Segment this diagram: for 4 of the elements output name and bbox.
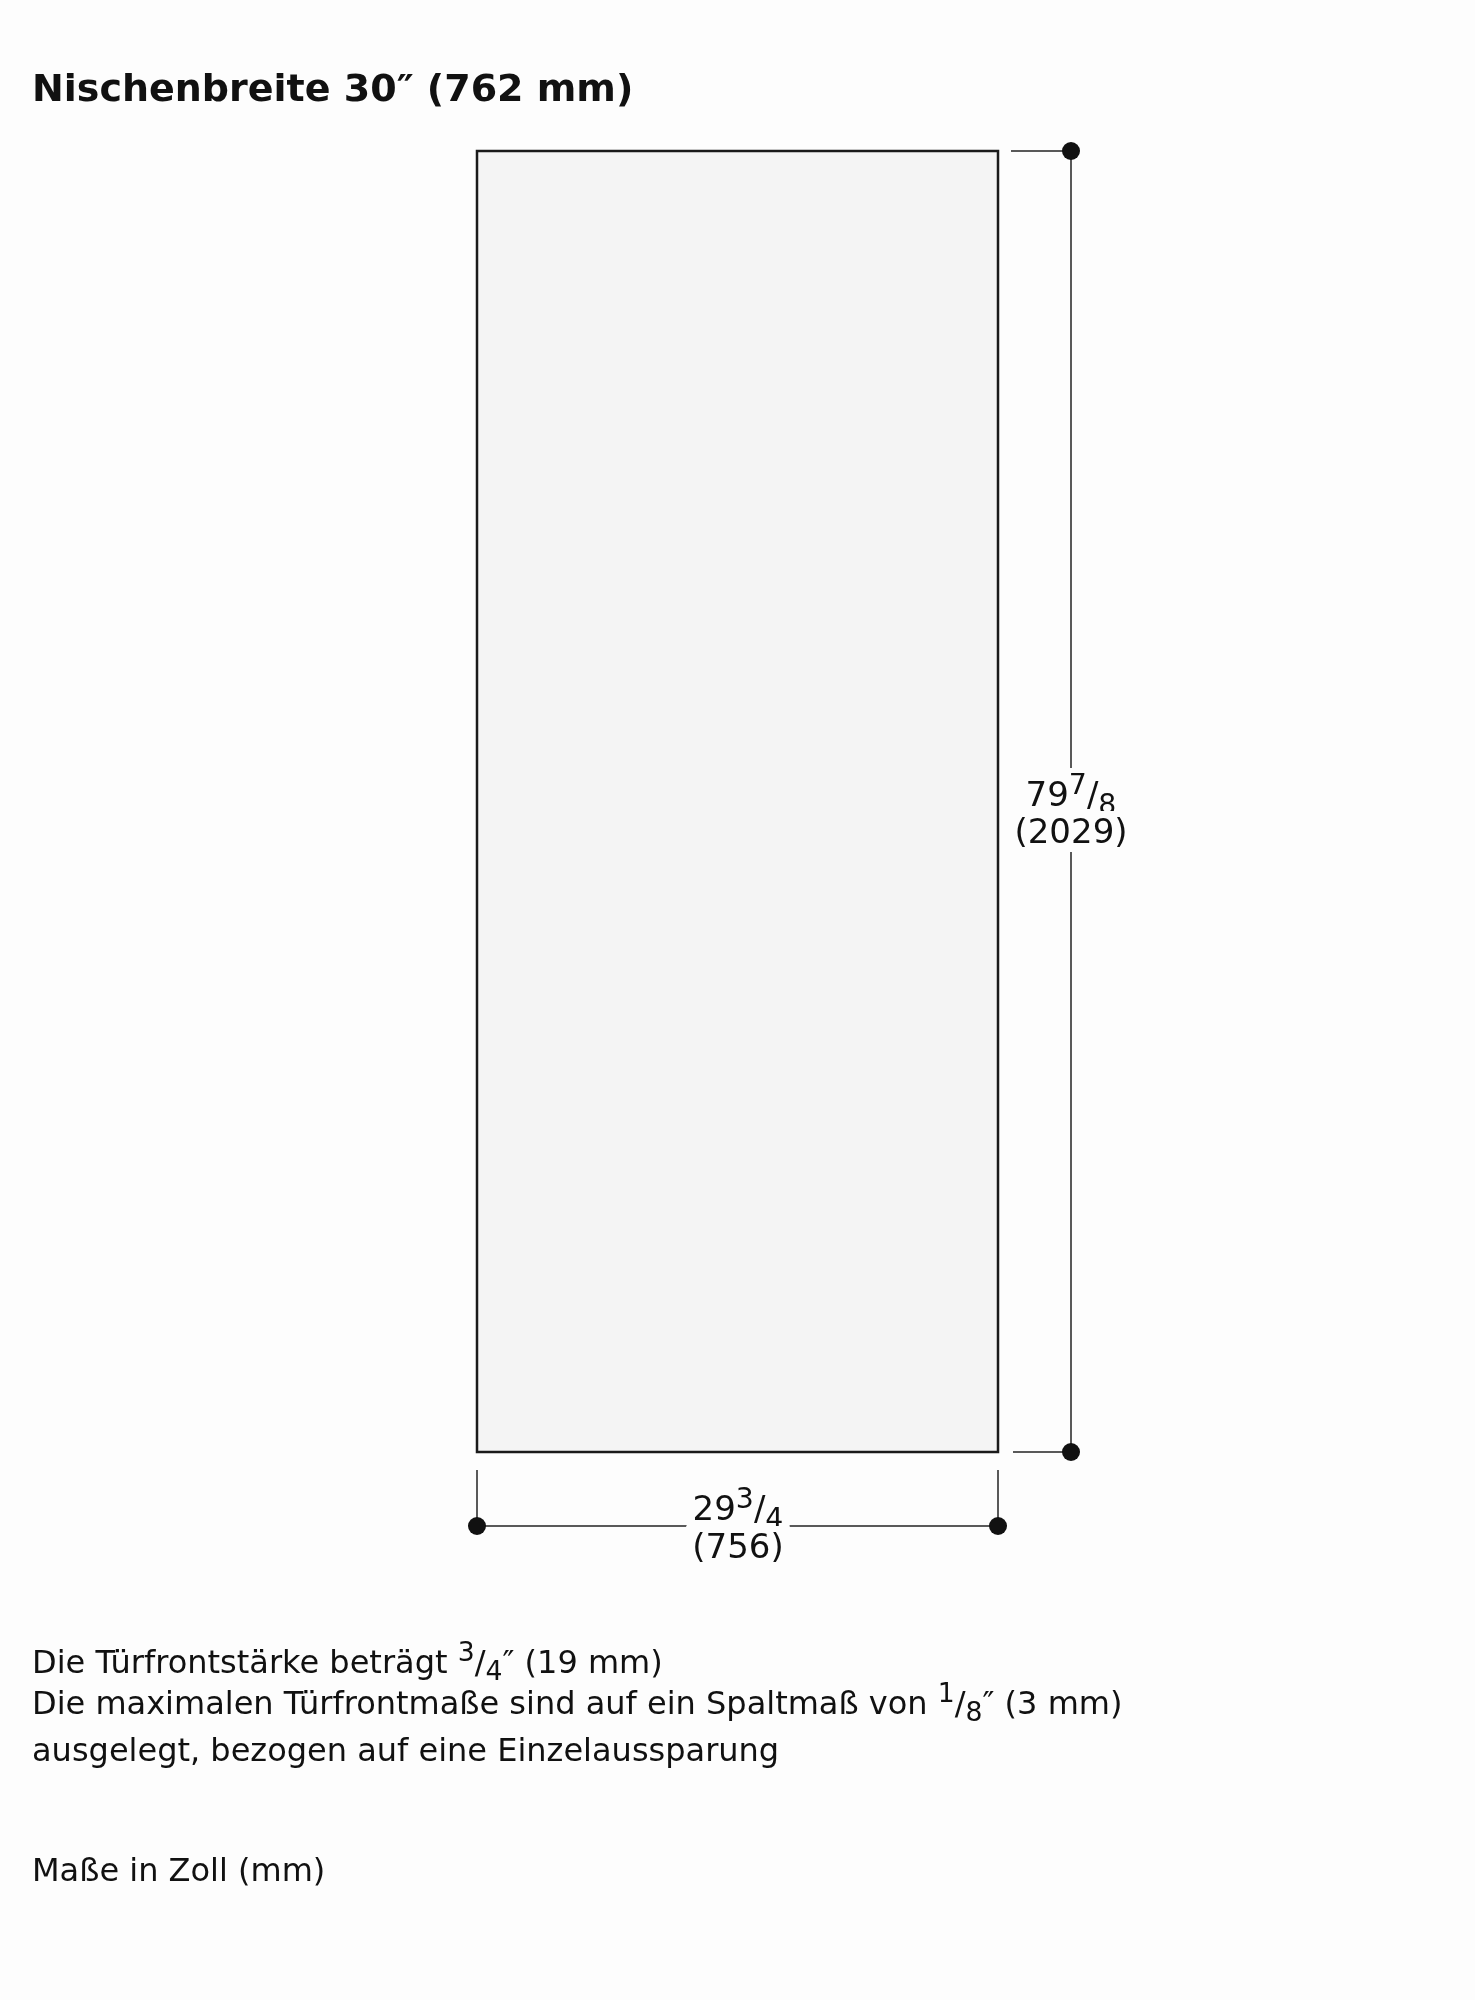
note-text: Die Türfrontstärke beträgt $^{3}$/$_{4}$″ (19 mm) <box>32 1635 663 1689</box>
title: Nischenbreite 30″ (762 mm) <box>32 66 634 110</box>
door-front-outline <box>475 149 1000 1454</box>
note-text: Maße in Zoll (mm) <box>32 1850 326 1891</box>
